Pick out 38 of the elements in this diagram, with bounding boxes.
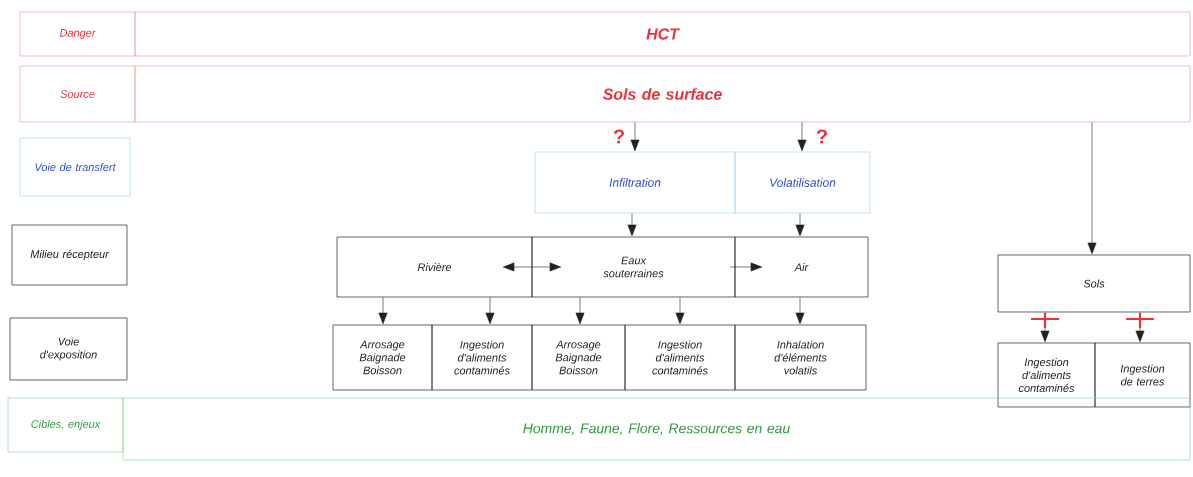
row-label-box: Source [19,65,136,123]
row-label-box: Cibles, enjeux [7,397,124,453]
arrow [795,213,805,237]
edge-label: ? [816,129,827,144]
arrow [1040,312,1050,343]
edge-label: ? [613,129,624,144]
process-box: Infiltration [534,151,736,214]
process-box: Sols [997,254,1191,313]
arrow [1135,312,1145,343]
arrow [795,297,805,325]
arrow [630,122,640,152]
row-label-box: Voie d'exposition [9,317,128,381]
row-label-box: Milieu récepteur [11,224,128,286]
process-box: Ingestion d'aliments contaminés [997,342,1096,408]
arrow [675,297,685,325]
arrow [627,213,637,237]
process-box: Arrosage Baignade Boisson [332,324,433,391]
process-box: Volatilisation [734,151,871,214]
row-label-box: Voie de transfert [19,137,131,197]
arrow [730,262,763,272]
process-box: Rivière [336,236,533,298]
arrow [797,122,807,152]
row-label-box: Danger [19,11,136,57]
process-box: Ingestion d'aliments contaminés [431,324,533,391]
arrow [575,297,585,325]
process-box: Arrosage Baignade Boisson [531,324,626,391]
process-box: Eaux souterraines [531,236,736,298]
process-box: Ingestion de terres [1094,342,1191,408]
process-box: Air [734,236,869,298]
arrow [485,297,495,325]
row-band: Homme, Faune, Flore, Ressources en eau [122,397,1191,461]
process-box: Inhalation d'éléments volatils [734,324,867,391]
arrow [502,262,562,272]
process-box: Ingestion d'aliments contaminés [624,324,736,391]
arrow [1087,122,1097,255]
row-band: HCT [134,11,1191,57]
row-band: Sols de surface [134,65,1191,123]
arrow [378,297,388,325]
